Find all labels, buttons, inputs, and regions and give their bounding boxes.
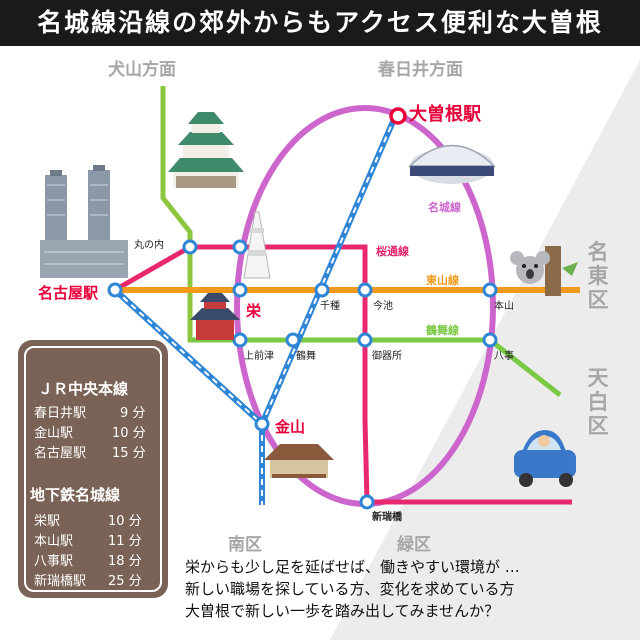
station-kamimaezu-marker [232, 332, 248, 348]
station-ozone-marker [389, 107, 407, 125]
direction-tenpaku: 天白区 [587, 366, 609, 438]
station-imaike-marker [357, 282, 373, 298]
message-line: 新しい職場を探している方、変化を求めている方 [185, 580, 515, 598]
jr-row-station: 名古屋駅 [34, 446, 87, 461]
travel-time-panel [18, 340, 168, 598]
page-title: 名城線沿線の郊外からもアクセス便利な大曽根 [37, 8, 603, 37]
station-label-kamimaezu: 上前津 [244, 351, 274, 362]
station-label-shinmizuhashi: 新瑞橋 [372, 512, 402, 523]
dome-illustration [408, 144, 496, 184]
shrine-illustration [264, 444, 334, 478]
jr-row-time: 15 分 [112, 446, 146, 461]
line-label-tsurumai: 鶴舞線 [426, 324, 459, 337]
direction-meito: 名東区 [587, 240, 609, 312]
tv-tower-illustration [243, 211, 271, 279]
station-label-sakae: 栄 [246, 302, 262, 320]
jr-row-time: 10 分 [112, 426, 146, 441]
jr-row-time: 9 分 [120, 406, 146, 421]
station-chikusa-marker [314, 282, 330, 298]
station-marunouchi-marker [182, 239, 198, 255]
station-sakae-marker [232, 282, 248, 298]
station-label-kanayama: 金山 [275, 418, 306, 436]
station-label-marunouchi: 丸の内 [134, 240, 164, 251]
station-tsurumai-marker [285, 332, 301, 348]
subway-row-time: 25 分 [108, 574, 142, 589]
message-block: 栄からも少し足を延ばせば、働きやすい環境が … 新しい職場を探している方、変化を… [185, 556, 635, 622]
route-map [40, 60, 640, 640]
station-motoyama-marker [482, 282, 498, 298]
direction-inuyama: 犬山方面 [108, 60, 176, 80]
subway-meijo-title: 地下鉄名城線 [30, 486, 121, 504]
temple-illustration [190, 293, 240, 340]
station-label-motoyama: 本山 [494, 301, 514, 312]
station-nagoya-marker [107, 282, 123, 298]
subway-row-station: 新瑞橋駅 [34, 574, 87, 589]
line-label-meijo: 名城線 [428, 201, 461, 214]
station-label-gokisho: 御器所 [372, 351, 402, 362]
travel-time-panel-border [24, 346, 162, 592]
direction-minami: 南区 [228, 535, 262, 555]
station-label-yagoto: 八事 [494, 351, 514, 362]
station-yagoto-marker [482, 332, 498, 348]
station-label-ozone: 大曽根駅 [409, 104, 481, 125]
direction-kasugai: 春日井方面 [378, 60, 463, 80]
line-label-sakuradori: 桜通線 [376, 245, 409, 258]
station-hisaya-marker [232, 239, 248, 255]
message-line: 大曽根で新しい一歩を踏み出してみませんか？ [185, 602, 500, 620]
nagoya-towers-illustration [40, 165, 128, 278]
line-label-higashiyama: 東山線 [426, 274, 459, 287]
station-shinmizuhashi-marker [359, 494, 375, 510]
station-gokisho-marker [357, 332, 373, 348]
sakuradori-line [113, 244, 370, 503]
koala-illustration [510, 246, 578, 296]
jr-row-station: 金山駅 [34, 426, 74, 441]
station-label-tsurumai: 鶴舞 [296, 351, 316, 362]
station-label-chikusa: 千種 [320, 301, 340, 312]
subway-row-station: 本山駅 [34, 534, 74, 549]
station-kanayama-marker [254, 416, 270, 432]
jr-row-station: 春日井駅 [34, 406, 87, 421]
title-bar [0, 0, 640, 46]
subway-row-time: 10 分 [108, 514, 142, 529]
subway-row-time: 18 分 [108, 554, 142, 569]
nagoya-castle-illustration [168, 112, 244, 188]
subway-row-time: 11 分 [108, 534, 142, 549]
station-label-nagoya: 名古屋駅 [38, 284, 99, 302]
station-label-imaike: 今池 [373, 301, 393, 312]
subway-row-station: 八事駅 [34, 554, 74, 569]
message-line: 栄からも少し足を延ばせば、働きやすい環境が … [185, 558, 520, 576]
jr-chuo-title: ＪＲ中央本線 [38, 380, 129, 398]
car-illustration [514, 430, 576, 487]
direction-midori: 緑区 [397, 535, 431, 555]
subway-row-station: 栄駅 [34, 514, 61, 529]
